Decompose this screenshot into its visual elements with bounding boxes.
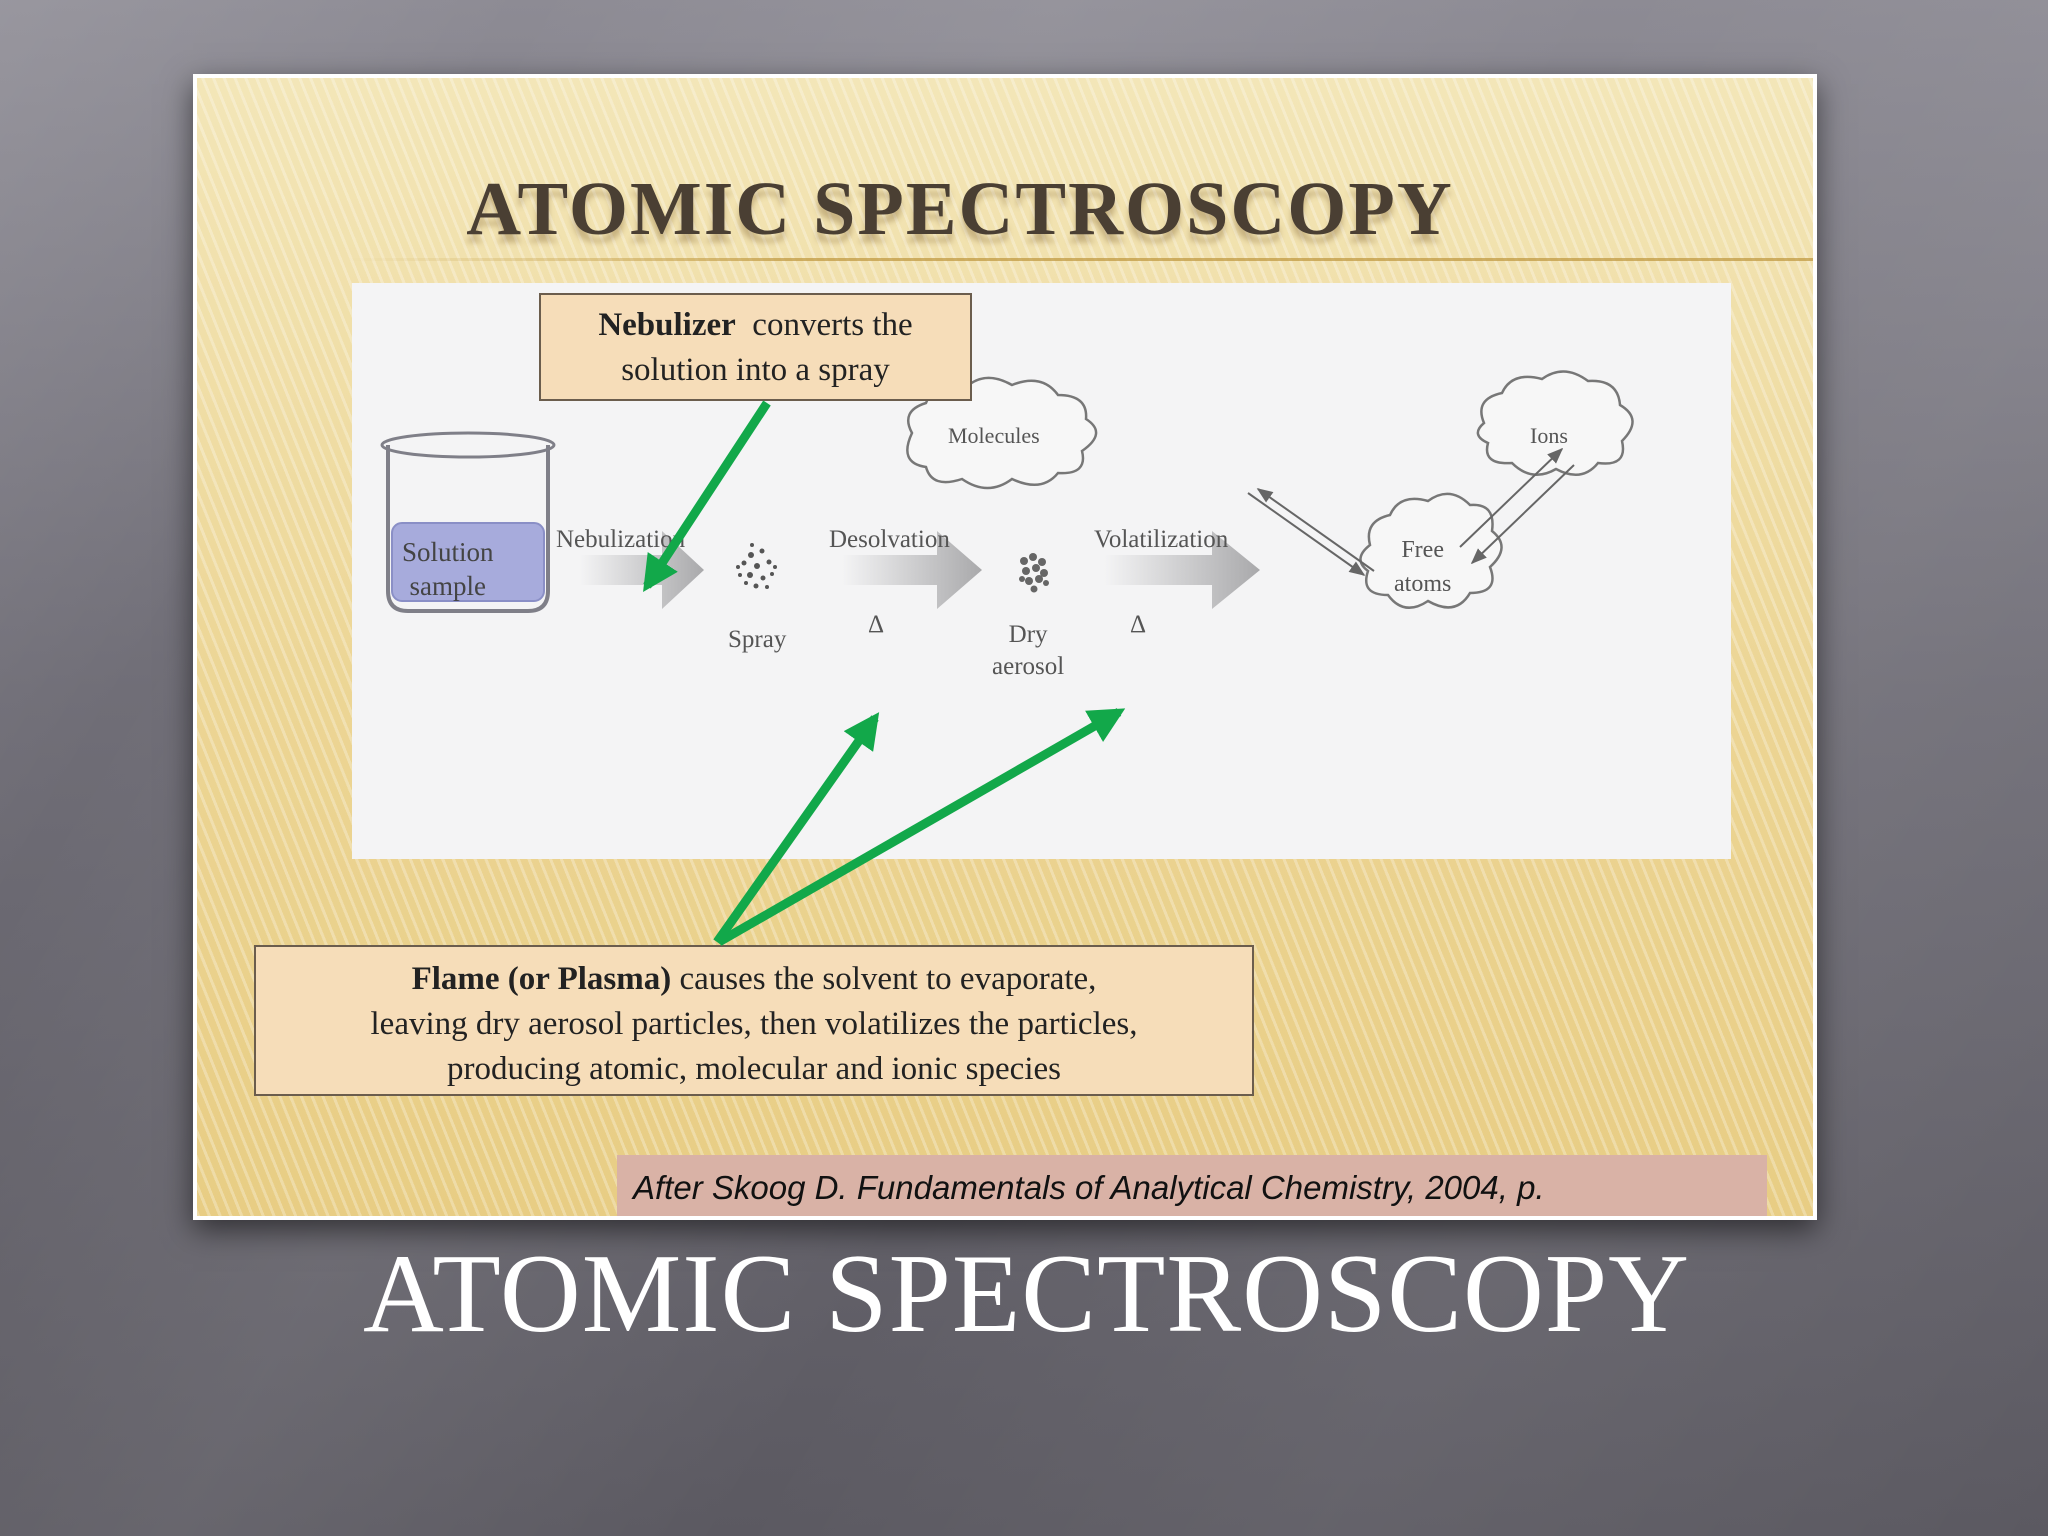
heat-symbol-1: Δ [868, 611, 885, 638]
flame-term: Flame (or Plasma) [411, 961, 672, 997]
spray-droplets-icon [736, 543, 777, 589]
slide-title: ATOMIC SPECTROSCOPY [466, 167, 1454, 251]
flame-callout-line3: producing atomic, molecular and ionic sp… [447, 1051, 1061, 1087]
molecules-exchange-arrows [1247, 488, 1375, 576]
dry-aerosol-icon [1019, 553, 1049, 593]
flame-callout-line2: leaving dry aerosol particles, then vola… [370, 1006, 1138, 1042]
beaker-icon [380, 431, 556, 613]
step-desolvation-label: Desolvation [829, 526, 950, 553]
nebulizer-term: Nebulizer [598, 307, 736, 343]
citation: After Skoog D. Fundamentals of Analytica… [617, 1155, 1767, 1216]
dry-aerosol-label-line1: Dry [1008, 621, 1048, 648]
free-atoms-label: Free atoms [1394, 533, 1451, 601]
molecules-label: Molecules [948, 423, 1040, 448]
free-atoms-label-line1: Free [1401, 537, 1444, 563]
spray-label: Spray [728, 626, 787, 653]
nebulizer-text-1: converts the [752, 307, 913, 343]
page-caption: ATOMIC SPECTROSCOPY [362, 1232, 1691, 1356]
dry-aerosol-label: Dry aerosol [992, 619, 1064, 683]
dry-aerosol-label-line2: aerosol [992, 653, 1065, 680]
volatilization-arrow [1104, 531, 1260, 609]
nebulizer-callout-line2: solution into a spray [621, 352, 890, 388]
slide-frame: ATOMIC SPECTROSCOPY [193, 74, 1817, 1220]
beaker-label-line2: sample [409, 571, 486, 601]
free-atoms-label-line2: atoms [1394, 571, 1452, 597]
nebulizer-callout-line1: Nebulizer converts the [541, 303, 970, 348]
flame-text-1: causes the solvent to evaporate, [679, 961, 1097, 997]
step-nebulization-label: Nebulization [556, 526, 686, 553]
ions-exchange-arrows [1459, 447, 1575, 565]
free-atoms-cloud-icon [1359, 492, 1503, 609]
beaker-label: Solution sample [402, 535, 494, 603]
desolvation-arrow [842, 531, 982, 609]
title-divider [347, 258, 1813, 261]
step-volatilization-label: Volatilization [1094, 526, 1229, 553]
heat-symbol-2: Δ [1130, 611, 1147, 638]
diagram-graphics [380, 370, 1634, 613]
nebulizer-callout: Nebulizer converts the solution into a s… [539, 293, 972, 401]
flame-callout: Flame (or Plasma) causes the solvent to … [254, 945, 1254, 1096]
slide: ATOMIC SPECTROSCOPY [197, 78, 1813, 1216]
ions-label: Ions [1530, 423, 1568, 448]
ions-cloud-icon [1476, 370, 1634, 476]
beaker-label-line1: Solution [402, 537, 494, 567]
flame-callout-line1: Flame (or Plasma) causes the solvent to … [256, 957, 1252, 1002]
